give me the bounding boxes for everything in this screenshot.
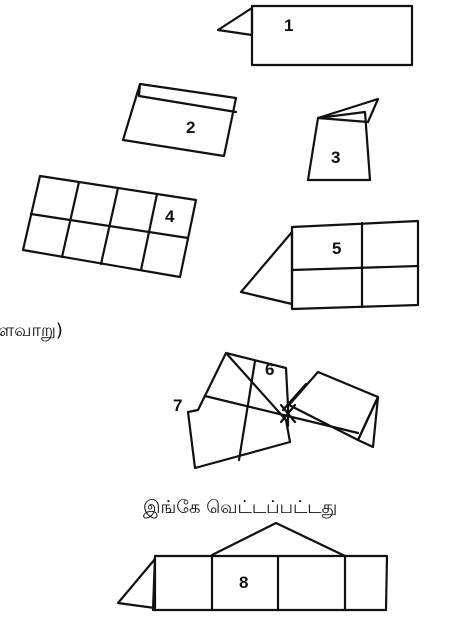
step-4-figure: 4 <box>21 174 198 279</box>
step-3-label: 3 <box>331 148 340 167</box>
step-7-side-flap <box>356 395 380 449</box>
step-2-figure: 2 <box>121 82 238 158</box>
step-8-label: 8 <box>239 573 248 592</box>
step-4-label: 4 <box>165 207 175 226</box>
step-1-rectangle <box>250 4 414 67</box>
step-7-horizontal-crease <box>203 394 360 435</box>
step-5-label: 5 <box>332 239 341 258</box>
step-6-label: 6 <box>265 360 274 379</box>
step-4-fold-b <box>99 186 120 266</box>
step-8-flap <box>116 557 157 610</box>
step-2-parallelogram <box>121 82 238 158</box>
step-7-vertical-crease <box>237 359 257 462</box>
step-8-roof <box>210 521 347 558</box>
step-8-strip <box>151 554 389 612</box>
step-1-figure: 1 <box>216 4 414 67</box>
step-3-figure: 3 <box>306 97 380 182</box>
step-4-outline <box>21 174 198 279</box>
step-4-fold-c <box>139 192 159 272</box>
step-8-figure: 8 <box>116 521 389 612</box>
step-7-label: 7 <box>173 396 182 415</box>
left-caption-fragment: ளவாறு) <box>0 320 63 341</box>
step-6-7-figure: 6 7 <box>173 351 380 470</box>
step-7-left-panel <box>186 351 292 470</box>
step-1-label: 1 <box>284 16 293 35</box>
step-1-flap <box>216 6 254 37</box>
step-5-figure: 5 <box>239 219 420 311</box>
step-2-label: 2 <box>186 118 195 137</box>
step-2-fold-edge <box>137 82 238 114</box>
step-5-rectangle <box>290 219 420 311</box>
step-3-panel <box>306 110 372 182</box>
step-3-flap <box>316 97 380 124</box>
step-6-fold-line <box>224 351 290 408</box>
step-7-right-panel <box>287 370 380 442</box>
cut-here-caption: இங்கே வெட்டப்பட்டது <box>143 497 337 518</box>
step-4-fold-a <box>60 180 81 259</box>
cut-mark-icon <box>279 400 297 428</box>
step-5-horizontal-fold <box>290 264 420 272</box>
step-7-cut-edge <box>281 382 308 412</box>
step-5-flap <box>239 230 294 306</box>
